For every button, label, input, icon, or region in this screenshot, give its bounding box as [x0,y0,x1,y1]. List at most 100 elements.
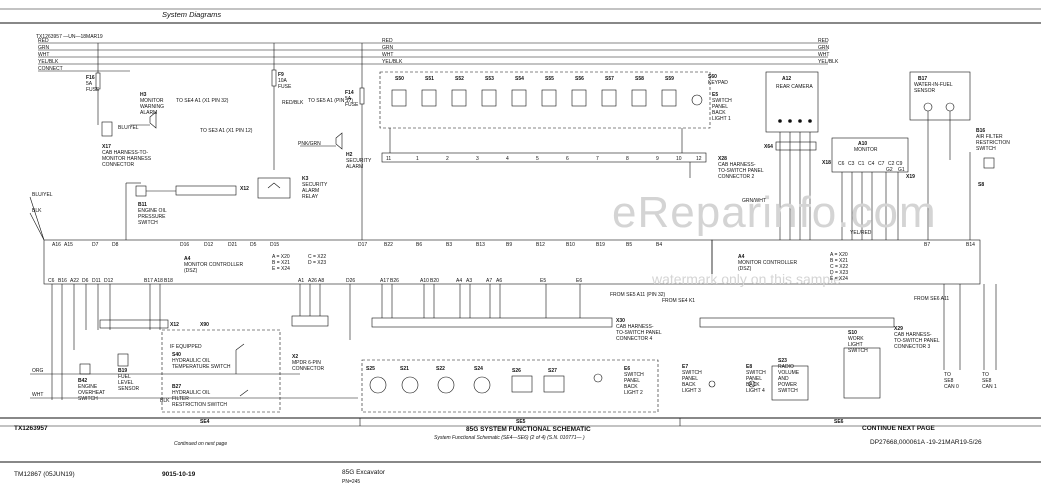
fuse-f16-type: FUSE [86,87,100,93]
section-se6: SE6 [834,419,844,425]
page-number: 9015-10-19 [162,471,196,478]
x28-pin: 2 [446,156,449,162]
a4-bottom-pin: A18 [154,278,163,284]
x2-id: X2 [292,354,299,360]
a4-bottom-pin: A8 [318,278,325,284]
a4-pin: D8 [112,242,119,248]
wire-label: BLK [160,398,170,404]
a4-right-name: MONITOR CONTROLLER [738,260,798,266]
k3-l1: SECURITY [302,182,328,188]
a4-right-sub: (DSZ) [738,266,752,272]
b19-l3: SENSOR [118,386,140,392]
switch-s56: S56 [575,76,584,82]
wire-label: BLU/YEL [118,125,139,131]
x30-id: X30 [616,318,625,324]
k3-id: K3 [302,176,309,182]
wire-label: RED/BLK [282,100,304,106]
e8-l4: LIGHT 4 [746,388,765,394]
a4-pin: D15 [270,242,280,248]
switch-s25: S25 [366,366,375,372]
a4-left-pinmap: A = X20 [272,254,290,260]
bus-label-connect-l: CONNECT [38,66,63,72]
s10-l3: SWITCH [848,348,868,354]
s40-l2: TEMPERATURE SWITCH [172,364,231,370]
b17-id: B17 [918,76,928,82]
bus-label-grn-l: GRN [38,45,50,51]
fuse-f16-rating: 5A [86,81,93,87]
fuse-f14-id: F14 [345,90,354,96]
page-header-title: System Diagrams [162,10,222,19]
s23-l2: VOLUME [778,370,800,376]
b27-l1: HYDRAULIC OIL [172,390,211,396]
b42-l1: ENGINE [78,384,98,390]
a4-pin: B9 [506,242,513,248]
a4-right-pinmap: D = X23 [830,270,849,276]
h2-l1: SECURITY [346,158,372,164]
b27-l3: RESTRICTION SWITCH [172,402,227,408]
a4-bottom-pin: E6 [576,278,583,284]
e6-l1: SWITCH [624,372,644,378]
a4-bottom-pin: A6 [496,278,503,284]
x64-id: X64 [764,144,773,150]
wire-label: FROM SE5 A11 (PIN 32) [610,292,666,298]
b16-id: B16 [976,128,986,134]
a10-pin: C4 [868,161,875,167]
e6-l2: PANEL [624,378,641,384]
a4-pin: B10 [566,242,575,248]
x28-pin: 8 [626,156,629,162]
switch-s24: S24 [474,366,483,372]
bus-label-grn-r: GRN [818,45,830,51]
figure-id: TX1263957 [14,425,48,432]
a4-left-pinmap: C = X22 [308,254,327,260]
x29-l2: TO-SWITCH PANEL [894,338,940,344]
b16-l2: RESTRICTION [976,140,1010,146]
a4-bottom-pin: D12 [104,278,114,284]
section-se5: SE5 [516,419,526,425]
a4-bottom-pin: D26 [346,278,356,284]
a4-pin: B6 [416,242,423,248]
x28-pin: 4 [506,156,509,162]
s10-id: S10 [848,330,857,336]
h3-id: H3 [140,92,147,98]
wire-label: FROM SE6 A11 [914,296,950,302]
bus-label-yel: YEL/BLK [382,59,403,65]
h3-l3: ALARM [140,110,158,116]
a4-bottom-pin: E5 [540,278,547,284]
a4-pin: B5 [626,242,633,248]
a4-pin: D12 [204,242,214,248]
a4-pin: D17 [358,242,368,248]
switch-s51: S51 [425,76,434,82]
x17-id: X17 [102,144,111,150]
s23-l1: RADIO [778,364,794,370]
can0-name: CAN 0 [944,384,959,390]
b42-l3: SWITCH [78,396,98,402]
a12-label: REAR CAMERA [776,84,813,90]
a12-id: A12 [782,76,792,82]
figure-ref-top: TX1263957 —UN—18MAR19 [36,34,103,40]
s40-id: S40 [172,352,181,358]
fuse-f9-id: F9 [278,72,284,78]
bus-label-grn: GRN [382,45,394,51]
x29-l1: CAB HARNESS- [894,332,932,338]
b11-l1: ENGINE OIL [138,208,167,214]
b11-l2: PRESSURE [138,214,166,220]
e7-id: E7 [682,364,689,370]
x28-pin: 11 [386,156,392,162]
a4-bottom-pin: A17 [380,278,389,284]
a4-right-id: A4 [738,254,745,260]
a4-left-pinmap: D = X23 [308,260,327,266]
s60-id: S60 [708,74,717,80]
e7-l2: PANEL [682,376,699,382]
fuse-f9-rating: 10A [278,78,287,84]
switch-s26: S26 [512,368,521,374]
x28-pin: 7 [596,156,599,162]
wire-label: YEL/RED [850,230,872,236]
x28-pin: 9 [656,156,659,162]
can1-se8: SE8 [982,378,992,384]
h2-l2: ALARM [346,164,364,170]
switch-s53: S53 [485,76,494,82]
x28-l2: TO-SWITCH PANEL [718,168,764,174]
switch-s58: S58 [635,76,644,82]
a10-pin: C1 [858,161,865,167]
switch-s22: S22 [436,366,445,372]
